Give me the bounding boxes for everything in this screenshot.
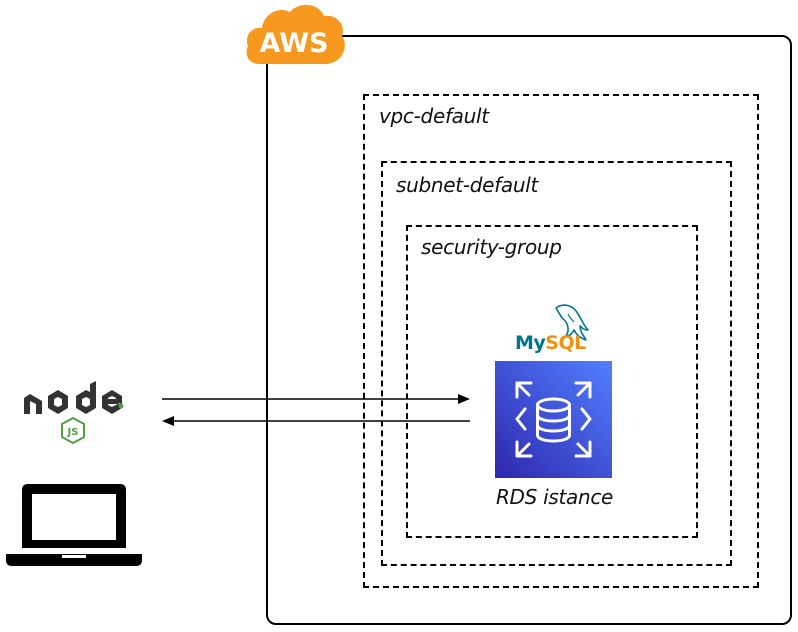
response-arrowhead [162, 416, 174, 426]
request-arrowhead [458, 394, 470, 404]
laptop-icon [6, 484, 142, 566]
rds-database-icon [495, 361, 612, 478]
mysql-logo-my: My [515, 332, 546, 354]
aws-cloud-icon: AWS [246, 4, 345, 65]
vpc-label: vpc-default [379, 104, 489, 128]
mysql-logo-sql: SQL [545, 332, 586, 354]
security-group-label: security-group [421, 235, 562, 259]
mysql-logo-text: MySQL [515, 332, 586, 354]
vpc-container [363, 94, 759, 588]
rds-instance-label: RDS istance [495, 485, 614, 509]
mysql-dolphin-icon [555, 304, 589, 341]
svg-text:JS: JS [67, 427, 79, 438]
nodejs-logo-icon: JS [24, 381, 124, 445]
connection-arrows [162, 394, 470, 426]
aws-badge-text: AWS [260, 28, 329, 59]
security-group-container [406, 225, 698, 538]
subnet-container [381, 161, 732, 566]
rds-database-glyph [515, 381, 592, 458]
aws-cloud-container [266, 35, 792, 625]
subnet-label: subnet-default [396, 173, 539, 197]
